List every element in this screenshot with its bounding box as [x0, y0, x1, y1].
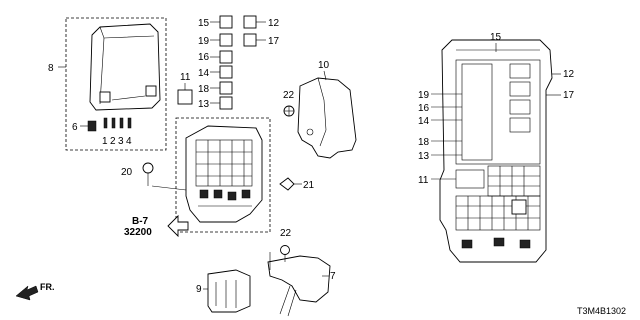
callout-10: 10: [318, 60, 330, 71]
callout-11-left: 11: [180, 72, 191, 83]
callout-15-top: 15: [198, 18, 210, 29]
callout-3: 3: [118, 136, 124, 147]
callout-16-left: 16: [198, 52, 210, 63]
callout-9: 9: [196, 284, 202, 295]
diagram-ref-code: T3M4B1302: [577, 306, 626, 316]
callout-8: 8: [48, 63, 54, 74]
callout-4: 4: [126, 136, 132, 147]
callout-14-right: 14: [418, 116, 430, 127]
callout-6: 6: [72, 122, 78, 133]
connector-6: [80, 120, 97, 132]
callout-17-right: 17: [563, 90, 575, 101]
cover-9: [207, 269, 251, 313]
bracket-7: [267, 252, 331, 317]
callout-12-top: 12: [268, 18, 280, 29]
clip-21: [279, 177, 295, 191]
bolt-22-bottom: [280, 245, 290, 262]
callout-18-left: 18: [198, 84, 210, 95]
callout-1: 1: [102, 136, 108, 147]
callout-17-top: 17: [268, 36, 280, 47]
callout-14-left: 14: [198, 68, 210, 79]
callout-13-right: 13: [418, 151, 430, 162]
callout-19-right: 19: [418, 90, 430, 101]
bolt-22-top: [283, 105, 295, 117]
callout-19-left: 19: [198, 36, 210, 47]
reference-arrow: [167, 214, 189, 238]
callout-21: 21: [303, 180, 315, 191]
callout-11-right: 11: [418, 175, 429, 186]
callout-16-right: 16: [418, 103, 430, 114]
callout-2: 2: [110, 136, 116, 147]
relay-stack: [177, 15, 257, 110]
callout-18-right: 18: [418, 137, 430, 148]
callout-20: 20: [121, 167, 133, 178]
callout-12-right: 12: [563, 69, 575, 80]
ref-group: B-7: [132, 216, 149, 227]
assembled-fuse-box: [439, 39, 553, 263]
callout-7: 7: [330, 271, 336, 282]
control-unit-group: [58, 17, 167, 151]
bracket-10: [297, 77, 357, 159]
bolt-20: [142, 162, 154, 186]
callout-13-left: 13: [198, 99, 210, 110]
ref-number: 32200: [124, 227, 152, 238]
callout-15-right: 15: [490, 32, 502, 43]
callout-22-bottom: 22: [280, 228, 292, 239]
terminal-pins: [103, 117, 132, 129]
callout-22-top: 22: [283, 90, 295, 101]
main-fuse-box: [175, 117, 271, 233]
front-arrow: [15, 285, 39, 301]
front-mark: FR.: [40, 282, 55, 292]
